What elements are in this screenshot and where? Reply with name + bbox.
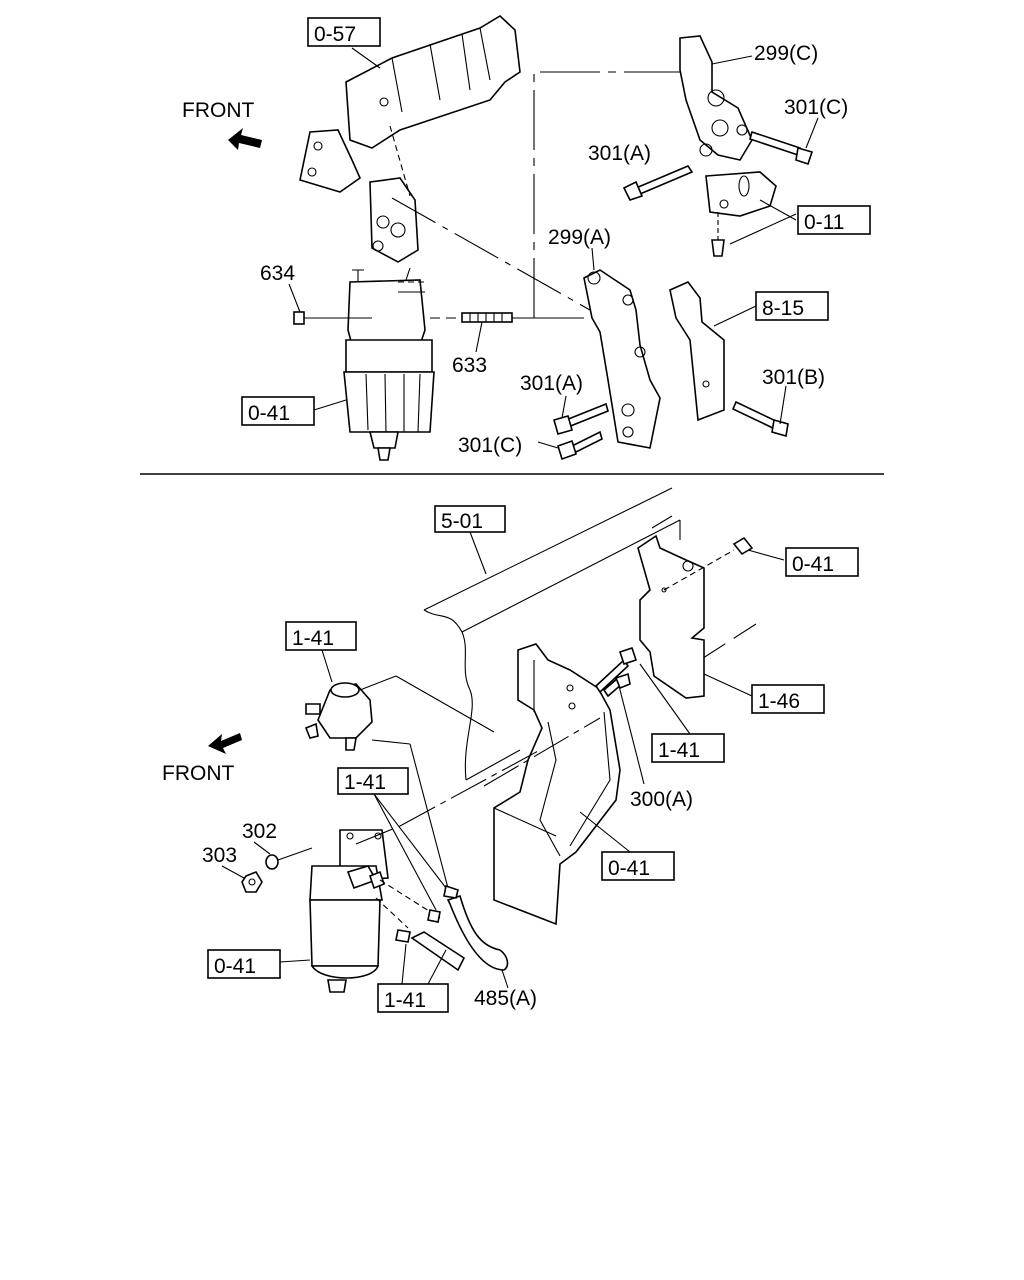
- fuel-regulator: [304, 675, 495, 889]
- ref-box-1-41-a: [285, 621, 357, 651]
- ref-box-0-11: [797, 205, 871, 235]
- front-label-top: FRONT: [182, 99, 254, 122]
- top-section: FRONT: [182, 15, 871, 461]
- ref-0-41-b2: 0-41: [608, 857, 650, 880]
- bracket-299a: [583, 269, 661, 449]
- part-301c-top-label: 301(C): [784, 96, 848, 119]
- part-303-label: 303: [202, 844, 237, 867]
- part-302-label: 302: [242, 820, 277, 843]
- ref-0-57: 0-57: [314, 23, 356, 46]
- ref-0-11: 0-11: [804, 211, 844, 234]
- bracket-299c: [679, 35, 753, 161]
- part-299c-label: 299(C): [754, 42, 818, 65]
- ref-1-41-d: 1-41: [384, 989, 426, 1012]
- bolts-300a: [594, 646, 638, 698]
- ref-box-8-15: [755, 291, 829, 321]
- leader-lines-bottom: [221, 531, 785, 989]
- part-634-nut: [288, 283, 372, 325]
- nut-303: [241, 871, 263, 893]
- bottom-section: FRONT: [162, 487, 859, 1013]
- ref-box-0-41-b2: [601, 851, 675, 881]
- ref-box-5-01: [434, 505, 506, 533]
- ref-0-41-b3: 0-41: [214, 955, 256, 978]
- ref-1-41-b: 1-41: [658, 739, 700, 762]
- part-301c-label: 301(C): [458, 434, 522, 457]
- bracket-shield: [493, 643, 621, 926]
- front-arrow-icon: [228, 128, 262, 150]
- part-633-stud: [430, 312, 584, 353]
- ref-box-0-41-b3: [207, 949, 281, 979]
- washer-302: [265, 847, 313, 870]
- ref-box-1-41-c: [337, 767, 409, 795]
- ref-8-15: 8-15: [762, 297, 804, 320]
- part-485a-label: 485(A): [474, 987, 537, 1010]
- ref-1-46: 1-46: [758, 690, 800, 713]
- ref-box-0-41-b1: [785, 547, 859, 577]
- front-arrow-bottom-icon: [208, 733, 242, 754]
- ref-box-1-41-d: [377, 983, 449, 1013]
- hose-485a: [395, 884, 509, 972]
- engine-housing: [299, 15, 521, 263]
- part-301a-label: 301(A): [520, 372, 583, 395]
- part-634-label: 634: [260, 262, 295, 285]
- ref-box-0-57: [307, 17, 381, 47]
- ref-0-41-b1: 0-41: [792, 553, 834, 576]
- fuel-filter-bottom: [309, 829, 441, 993]
- part-633-label: 633: [452, 354, 487, 377]
- ref-box-0-41-top: [241, 396, 315, 426]
- ref-1-41-c: 1-41: [344, 771, 386, 794]
- ref-box-1-46: [751, 684, 825, 714]
- plate-0-11: [705, 171, 777, 257]
- ref-box-1-41-b: [651, 733, 725, 763]
- fuel-filter-top: [343, 267, 435, 461]
- ref-5-01: 5-01: [441, 510, 483, 533]
- front-label-bottom: FRONT: [162, 762, 234, 785]
- part-300a-label: 300(A): [630, 788, 693, 811]
- bracket-8-15: [669, 281, 725, 422]
- leader-lines-top: [313, 47, 819, 449]
- frame-rail: [423, 487, 757, 781]
- part-301b-label: 301(B): [762, 366, 825, 389]
- ref-0-41-top: 0-41: [248, 402, 290, 425]
- bolts-top: [553, 130, 814, 461]
- part-301a-top-label: 301(A): [588, 142, 651, 165]
- ref-1-41-a: 1-41: [292, 627, 334, 650]
- part-299a-label: 299(A): [548, 226, 611, 249]
- bracket-1-46: [637, 534, 754, 699]
